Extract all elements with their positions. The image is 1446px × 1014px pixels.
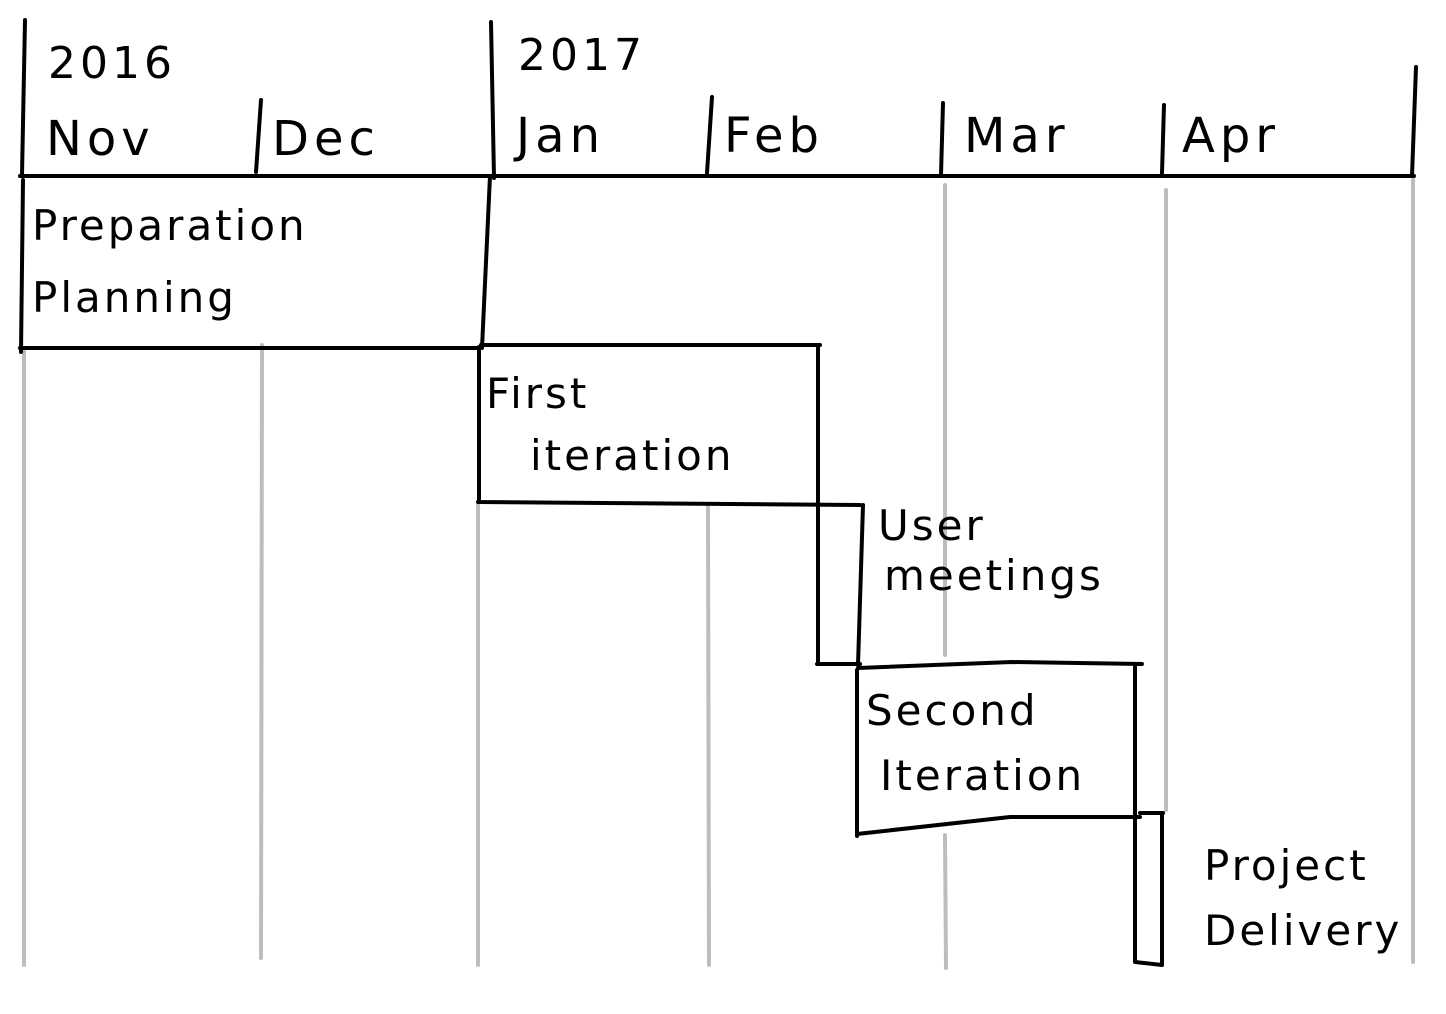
task-bars bbox=[18, 174, 1165, 967]
header-lines bbox=[18, 18, 1418, 180]
month-divider-dec bbox=[254, 98, 263, 174]
year-label-2016: 2016 bbox=[48, 38, 176, 89]
month-label-feb: Feb bbox=[724, 108, 824, 164]
task-label-delivery-line2: Delivery bbox=[1204, 906, 1402, 955]
month-divider-apr bbox=[1160, 103, 1166, 175]
grid-lines bbox=[22, 178, 1415, 970]
task-label-user-line1: User bbox=[878, 501, 986, 550]
month-label-mar: Mar bbox=[964, 108, 1070, 164]
task-box-user-meetings bbox=[815, 503, 865, 667]
grid-line-feb bbox=[706, 503, 711, 967]
grid-line-dec bbox=[259, 343, 264, 960]
task-label-user-line2: meetings bbox=[884, 551, 1104, 600]
month-label-dec: Dec bbox=[272, 111, 380, 167]
task-box-first-iteration bbox=[476, 343, 862, 507]
task-label-first-line2: iteration bbox=[530, 431, 734, 480]
month-label-jan: Jan bbox=[513, 108, 605, 164]
grid-line-mar-lower bbox=[943, 833, 948, 970]
month-divider-feb bbox=[705, 95, 714, 175]
task-box-project-delivery bbox=[1133, 811, 1165, 967]
month-label-nov: Nov bbox=[46, 111, 155, 167]
task-box-preparation bbox=[18, 174, 492, 354]
task-label-preparation-line1: Preparation bbox=[32, 201, 308, 250]
task-label-second-line2: Iteration bbox=[880, 751, 1085, 800]
month-divider-mar bbox=[939, 101, 945, 177]
month-label-apr: Apr bbox=[1182, 108, 1280, 164]
task-label-second-line1: Second bbox=[866, 686, 1039, 735]
task-label-first-line1: First bbox=[486, 369, 589, 418]
header-end-line bbox=[1410, 65, 1418, 178]
year-label-2017: 2017 bbox=[518, 30, 646, 81]
year-divider-2016 bbox=[20, 18, 27, 177]
task-box-second-iteration bbox=[855, 660, 1144, 838]
task-label-delivery-line1: Project bbox=[1204, 841, 1369, 890]
task-label-preparation-line2: Planning bbox=[32, 273, 237, 322]
year-divider-2017 bbox=[489, 20, 496, 180]
